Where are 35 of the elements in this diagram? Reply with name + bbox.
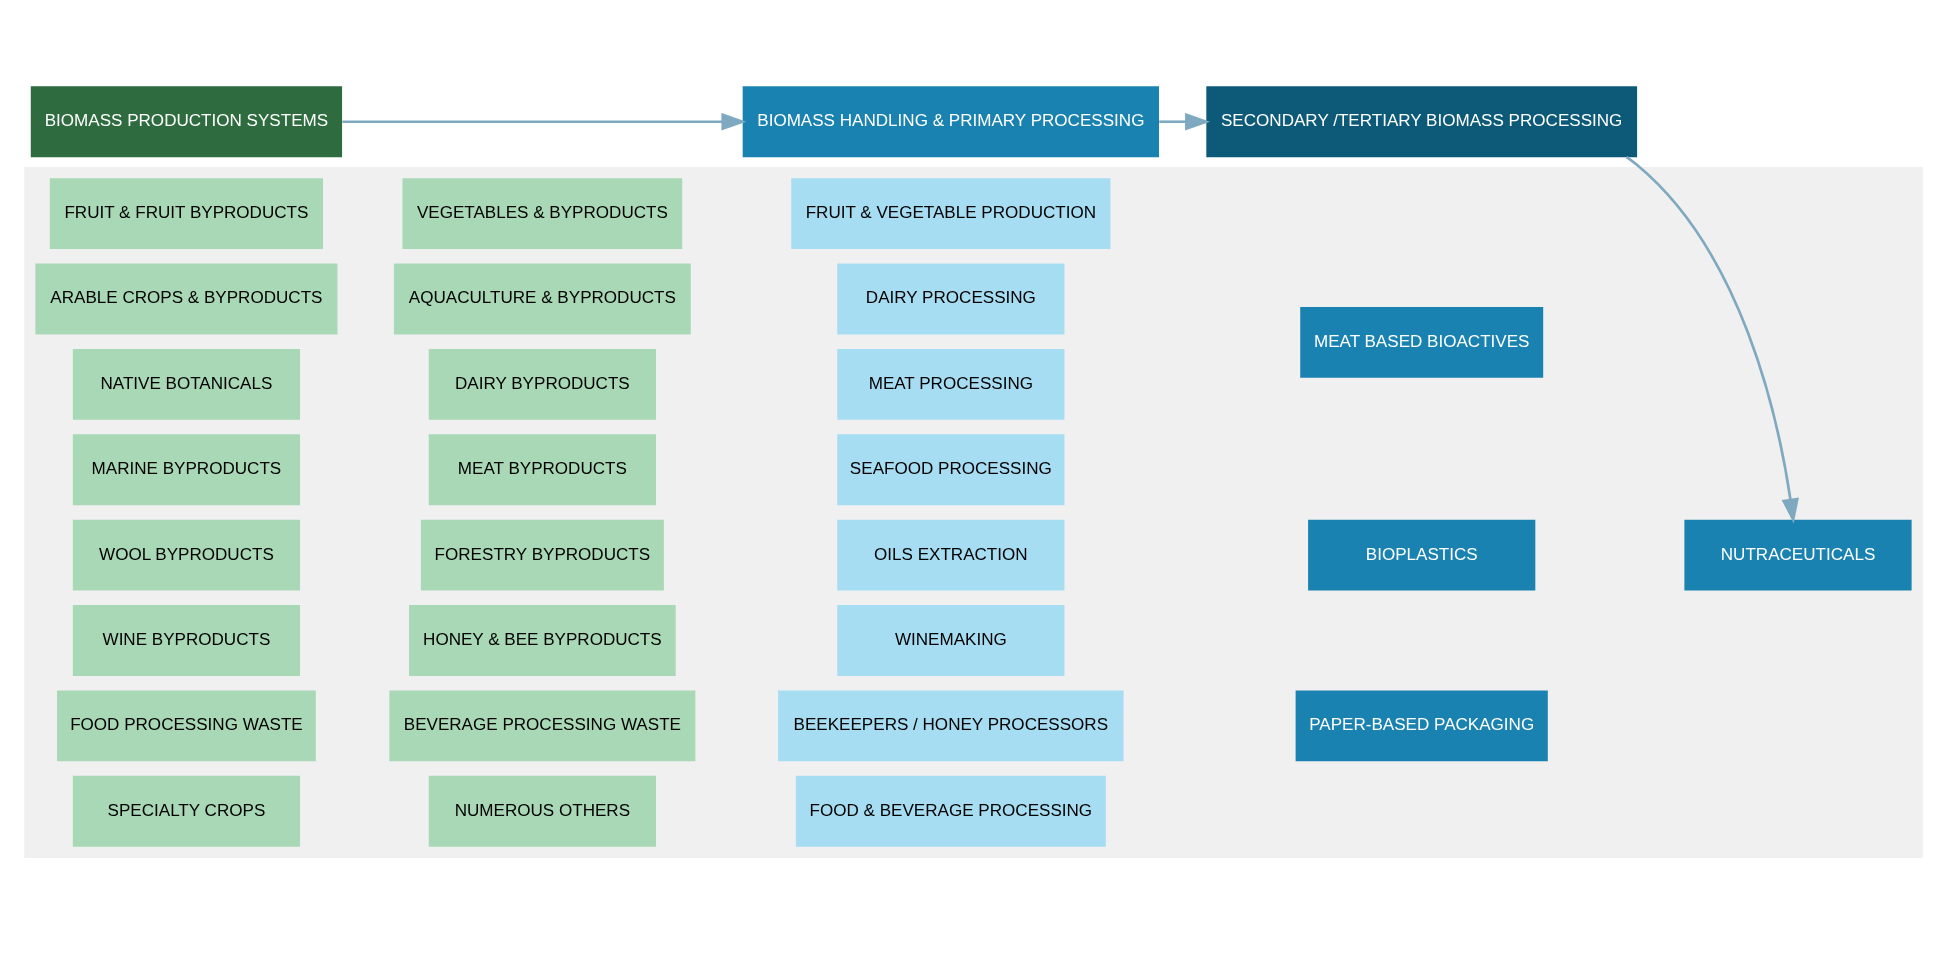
node-box: NUTRACEUTICALS xyxy=(1684,519,1912,591)
node-box: BEEKEEPERS / HONEY PROCESSORS xyxy=(778,689,1124,761)
node-box: WINE BYPRODUCTS xyxy=(72,604,301,676)
node-box: BIOMASS PRODUCTION SYSTEMS xyxy=(30,85,343,157)
arrow xyxy=(1159,112,1211,130)
node-box: BIOPLASTICS xyxy=(1308,519,1536,591)
node-box: VEGETABLES & BYPRODUCTS xyxy=(402,177,683,249)
node-box: WOOL BYPRODUCTS xyxy=(72,519,301,591)
node-box: NATIVE BOTANICALS xyxy=(72,348,301,420)
arrow xyxy=(1625,155,1799,523)
node-box: MEAT PROCESSING xyxy=(837,348,1065,420)
node-box: NUMEROUS OTHERS xyxy=(428,775,656,847)
node-box: SEAFOOD PROCESSING xyxy=(837,433,1065,505)
node-box: FRUIT & VEGETABLE PRODUCTION xyxy=(791,177,1111,249)
node-box: DAIRY PROCESSING xyxy=(837,263,1065,334)
node-box: MEAT BYPRODUCTS xyxy=(428,433,656,505)
node-box: SECONDARY /TERTIARY BIOMASS PROCESSING xyxy=(1206,85,1638,157)
node-box: BIOMASS HANDLING & PRIMARY PROCESSING xyxy=(742,85,1159,157)
node-box: FORESTRY BYPRODUCTS xyxy=(420,519,664,591)
node-box: PAPER-BASED PACKAGING xyxy=(1295,689,1548,761)
cluster xyxy=(24,166,1923,858)
node-box: FOOD PROCESSING WASTE xyxy=(57,689,316,761)
node-box: OILS EXTRACTION xyxy=(837,519,1065,591)
node-box: DAIRY BYPRODUCTS xyxy=(428,348,656,420)
node-box: BEVERAGE PROCESSING WASTE xyxy=(389,689,696,761)
node-box: FOOD & BEVERAGE PROCESSING xyxy=(795,775,1106,847)
node-box: ARABLE CROPS & BYPRODUCTS xyxy=(35,263,338,334)
node-box: MARINE BYPRODUCTS xyxy=(72,433,301,505)
node-box: AQUACULTURE & BYPRODUCTS xyxy=(393,263,691,334)
node-box: HONEY & BEE BYPRODUCTS xyxy=(409,604,676,676)
node-box: MEAT BASED BIOACTIVES xyxy=(1300,306,1544,378)
node-box: WINEMAKING xyxy=(837,604,1065,676)
node-box: SPECIALTY CROPS xyxy=(72,775,301,847)
node-box: FRUIT & FRUIT BYPRODUCTS xyxy=(49,177,323,249)
arrow xyxy=(342,112,747,130)
